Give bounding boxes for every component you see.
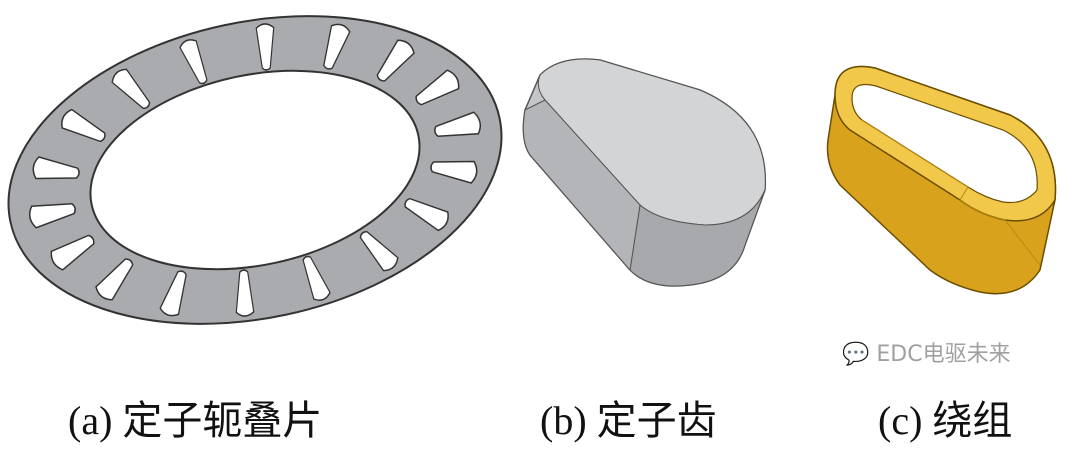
lamination-slot <box>111 68 151 110</box>
lamination-slot <box>61 108 106 143</box>
caption-c: (c) 绕组 <box>878 398 1013 443</box>
stator-tooth <box>522 58 767 287</box>
caption-b: (b) 定子齿 <box>540 398 717 443</box>
lamination-slot <box>159 270 187 317</box>
lamination-slot <box>376 39 415 82</box>
lamination-slot <box>302 255 331 301</box>
lamination-slot <box>95 258 134 301</box>
watermark-text: EDC电驱未来 <box>876 342 1011 367</box>
stator-yoke-lamination <box>7 15 503 325</box>
lamination-slot <box>32 156 80 180</box>
lamination-slots <box>28 23 482 317</box>
lamination-slot <box>434 111 482 137</box>
lamination-slot <box>430 160 478 184</box>
lamination-slot <box>179 39 208 85</box>
lamination-slot <box>404 197 449 232</box>
lamination-slot <box>415 69 460 106</box>
watermark: 💬 EDC电驱未来 <box>842 336 1011 368</box>
lamination-slot <box>359 230 399 272</box>
lamination-slot <box>323 23 351 70</box>
lamination-slot <box>255 23 275 71</box>
lamination-slot <box>50 234 95 271</box>
lamination-slot <box>28 203 76 229</box>
wechat-icon: 💬 <box>842 342 870 367</box>
lamination-slot <box>235 269 255 317</box>
winding-coil <box>826 65 1057 295</box>
caption-a: (a) 定子轭叠片 <box>68 398 323 443</box>
